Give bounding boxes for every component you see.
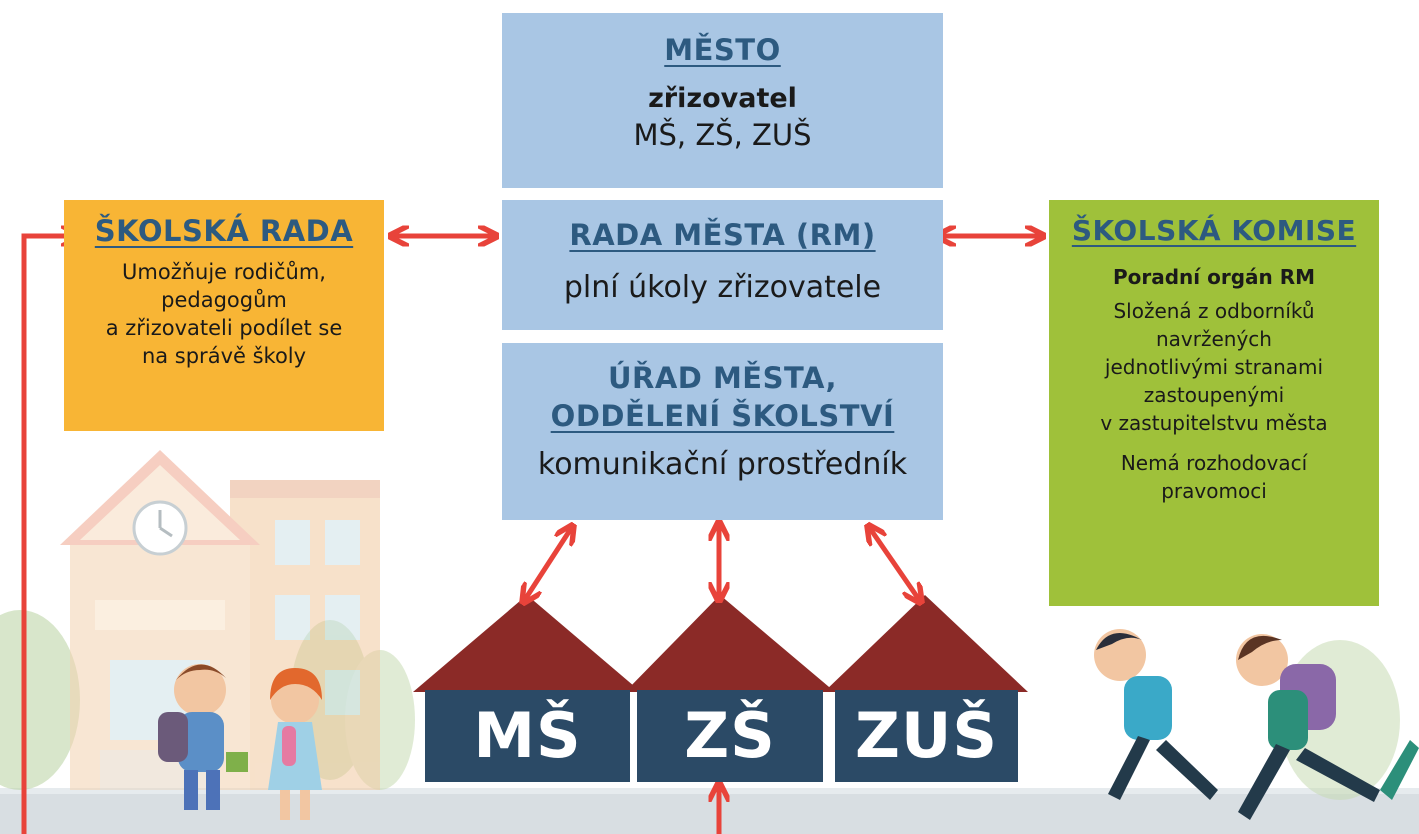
skolska-komise-subtitle: Poradní orgán RM <box>1112 265 1316 289</box>
arrow-bottom-to-skolska-rada <box>21 236 78 834</box>
mesto-role: zřizovatel <box>648 83 797 114</box>
skolska-rada-desc-line: a zřizovateli podílet se <box>105 316 343 340</box>
skolska-komise-desc-line: jednotlivými stranami <box>1104 355 1324 379</box>
roof-zus <box>824 595 1028 692</box>
skolska-komise-desc: Složená z odborníků navržených jednotliv… <box>1049 297 1379 437</box>
arrow-urad-zus <box>869 527 920 601</box>
skolska-komise-title: ŠKOLSKÁ KOMISE <box>1071 214 1357 247</box>
skolska-komise-desc-line: navržených <box>1156 327 1272 351</box>
urad-desc: komunikační prostředník <box>537 447 908 482</box>
skolska-komise-desc-line: Složená z odborníků <box>1113 299 1315 323</box>
rada-mesta-desc: plní úkoly zřizovatele <box>563 270 882 305</box>
urad-box: ÚŘAD MĚSTA, ODDĚLENÍ ŠKOLSTVÍ komunikačn… <box>502 343 943 520</box>
skolska-rada-desc-line: na správě školy <box>141 344 307 368</box>
skolska-rada-box: ŠKOLSKÁ RADA Umožňuje rodičům, pedagogům… <box>64 200 384 431</box>
skolska-rada-title: ŠKOLSKÁ RADA <box>94 214 354 248</box>
skolska-rada-desc: Umožňuje rodičům, pedagogům a zřizovatel… <box>64 258 384 370</box>
rada-mesta-box: RADA MĚSTA (RM) plní úkoly zřizovatele <box>502 200 943 330</box>
urad-title-line1: ÚŘAD MĚSTA, <box>607 361 838 395</box>
skolska-komise-note-line: Nemá rozhodovací <box>1120 451 1308 475</box>
skolska-rada-desc-line: pedagogům <box>161 288 287 312</box>
skolska-rada-desc-line: Umožňuje rodičům, <box>122 260 326 284</box>
school-zus-label: ZUŠ <box>835 690 1018 782</box>
rada-mesta-title: RADA MĚSTA (RM) <box>569 218 876 252</box>
roof-ms <box>413 595 641 692</box>
roof-zs <box>625 595 835 692</box>
skolska-komise-note: Nemá rozhodovací pravomoci <box>1049 449 1379 505</box>
arrow-urad-ms <box>524 527 572 601</box>
skolska-komise-box: ŠKOLSKÁ KOMISE Poradní orgán RM Složená … <box>1049 200 1379 606</box>
skolska-komise-desc-line: v zastupitelstvu města <box>1100 411 1328 435</box>
urad-title-line2: ODDĚLENÍ ŠKOLSTVÍ <box>550 399 895 433</box>
school-zs-label: ZŠ <box>637 690 823 782</box>
skolska-komise-desc-line: zastoupenými <box>1143 383 1285 407</box>
skolska-komise-note-line: pravomoci <box>1161 479 1267 503</box>
children-walking-icon <box>158 664 322 820</box>
mesto-box: MĚSTO zřizovatel MŠ, ZŠ, ZUŠ <box>502 13 943 188</box>
mesto-title: MĚSTO <box>664 33 781 67</box>
mesto-schools: MŠ, ZŠ, ZUŠ <box>633 118 812 152</box>
school-ms-label: MŠ <box>425 690 630 782</box>
children-running-icon <box>1094 629 1419 820</box>
